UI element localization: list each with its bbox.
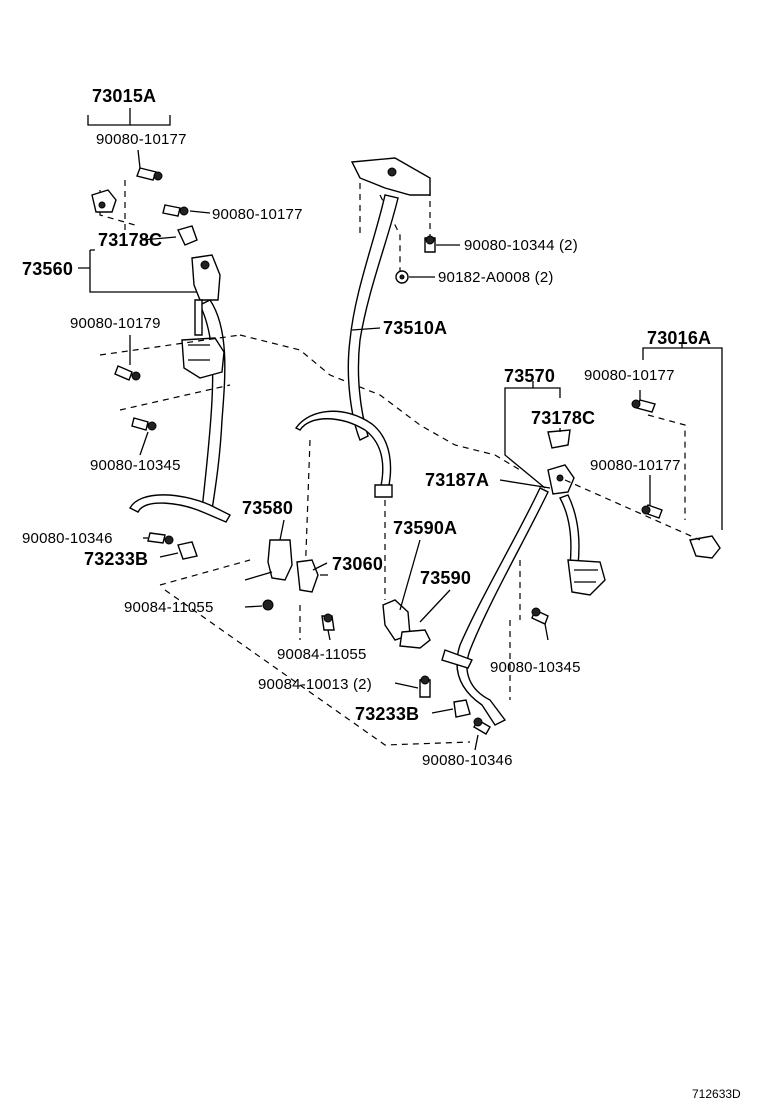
- label-90080-10346-center: 90080-10346: [422, 752, 513, 769]
- nut-0008-icon: [395, 270, 409, 284]
- caps: [177, 225, 471, 718]
- label-90080-10177-b: 90080-10177: [212, 206, 303, 223]
- center-belt-assembly: [294, 157, 431, 600]
- group-bracket-73570: [504, 381, 561, 489]
- label-73178C-left: 73178C: [98, 230, 162, 250]
- bolt-10344-icon: [424, 235, 436, 253]
- bolt-10177b-icon: [162, 204, 189, 217]
- bolt-10345-left-icon: [131, 417, 157, 431]
- right-retractor-assembly: [441, 414, 721, 726]
- label-73560: 73560: [22, 259, 73, 279]
- label-90080-10179: 90080-10179: [70, 315, 161, 332]
- label-90084-11055-b: 90084-11055: [277, 646, 367, 663]
- label-73187A: 73187A: [425, 470, 489, 490]
- bolt-10013-icon: [419, 675, 431, 698]
- left-retractor-assembly: [91, 180, 241, 523]
- label-90182-A0008: 90182-A0008 (2): [438, 269, 554, 286]
- label-73233B-center: 73233B: [355, 704, 419, 724]
- label-73178C-right: 73178C: [531, 408, 595, 428]
- label-90080-10345-right: 90080-10345: [490, 659, 581, 676]
- label-73233B-left: 73233B: [84, 549, 148, 569]
- bolt-10345-right-icon: [531, 607, 549, 625]
- label-90084-11055-a: 90084-11055: [124, 599, 214, 616]
- bolt-11055b-icon: [321, 613, 335, 631]
- label-73015A: 73015A: [92, 86, 156, 106]
- illustration-reference-code: 712633D: [692, 1087, 741, 1101]
- cap-73233B-left: [177, 541, 198, 560]
- label-90084-10013: 90084-10013 (2): [258, 676, 372, 693]
- label-90080-10177-a: 90080-10177: [96, 131, 187, 148]
- label-73580: 73580: [242, 498, 293, 518]
- label-73016A: 73016A: [647, 328, 711, 348]
- label-73570: 73570: [504, 366, 555, 386]
- buckle-parts: [244, 539, 431, 649]
- bolt-10346-left-icon: [147, 532, 174, 545]
- group-bracket-73016A: [642, 342, 723, 530]
- bolt-10177c-icon: [631, 399, 656, 413]
- label-90080-10344: 90080-10344 (2): [464, 237, 578, 254]
- bolts: [114, 167, 663, 735]
- bolt-10179-icon: [114, 365, 141, 381]
- cap-73233B-center: [453, 699, 471, 718]
- label-90080-10345-left: 90080-10345: [90, 457, 181, 474]
- part-labels: 73015A 90080-10177 90080-10177 73178C 73…: [22, 86, 741, 1101]
- label-90080-10177-c: 90080-10177: [584, 367, 675, 384]
- bolt-10177a-icon: [136, 167, 163, 181]
- label-73510A: 73510A: [383, 318, 447, 338]
- cap-73178C-left: [177, 225, 198, 246]
- group-bracket-73015A: [87, 108, 171, 126]
- label-90080-10177-d: 90080-10177: [590, 457, 681, 474]
- label-90080-10346-left: 90080-10346: [22, 530, 113, 547]
- label-73590: 73590: [420, 568, 471, 588]
- bolt-11055a-icon: [262, 599, 274, 611]
- floor-outline: [159, 334, 521, 746]
- leader-lines: [129, 149, 651, 751]
- label-73590A: 73590A: [393, 518, 457, 538]
- label-73060: 73060: [332, 554, 383, 574]
- bolt-10346-center-icon: [473, 717, 491, 735]
- group-bracket-73560: [78, 249, 200, 293]
- bolt-10177d-icon: [641, 504, 663, 519]
